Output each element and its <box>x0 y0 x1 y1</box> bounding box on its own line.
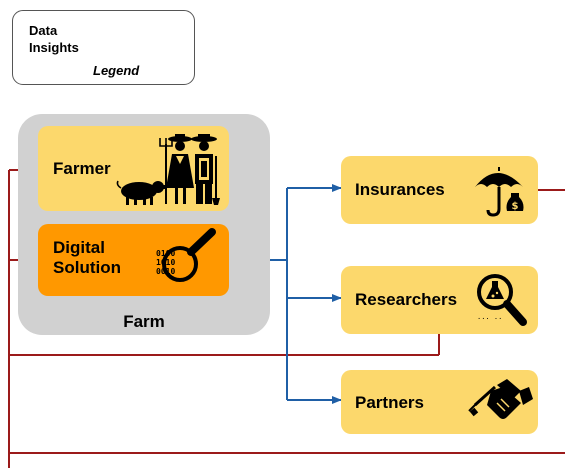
insights-flow-lines <box>8 170 565 468</box>
digital-solution-label-line1: Digital <box>53 238 105 257</box>
insurances-label: Insurances <box>355 180 445 199</box>
handshake-icon <box>468 379 533 419</box>
farmer-node[interactable]: Farmer <box>38 126 229 211</box>
flask-magnifier-icon: ... .. <box>477 274 527 326</box>
legend-title: Legend <box>93 63 140 78</box>
researchers-label: Researchers <box>355 290 458 309</box>
partners-node[interactable]: Partners <box>341 370 538 434</box>
farmers-with-pig-icon <box>116 134 220 205</box>
digital-solution-node[interactable]: Digital Solution 0100 1010 0010 <box>38 224 229 296</box>
svg-text:... ..: ... .. <box>477 313 502 321</box>
svg-text:$: $ <box>512 201 519 212</box>
legend-data-label: Data <box>29 23 58 38</box>
partners-label: Partners <box>355 393 424 412</box>
legend: Data Insights Legend <box>12 10 195 85</box>
umbrella-money-icon: $ <box>475 167 524 217</box>
farm-label: Farm <box>123 312 165 331</box>
researchers-node[interactable]: Researchers ... .. <box>341 266 538 334</box>
insurances-node[interactable]: Insurances $ <box>341 156 538 224</box>
legend-insights-label: Insights <box>29 40 79 55</box>
farmer-label: Farmer <box>53 159 111 178</box>
magnifier-binary-icon: 0100 1010 0010 <box>156 228 216 282</box>
digital-solution-label-line2: Solution <box>53 258 121 277</box>
